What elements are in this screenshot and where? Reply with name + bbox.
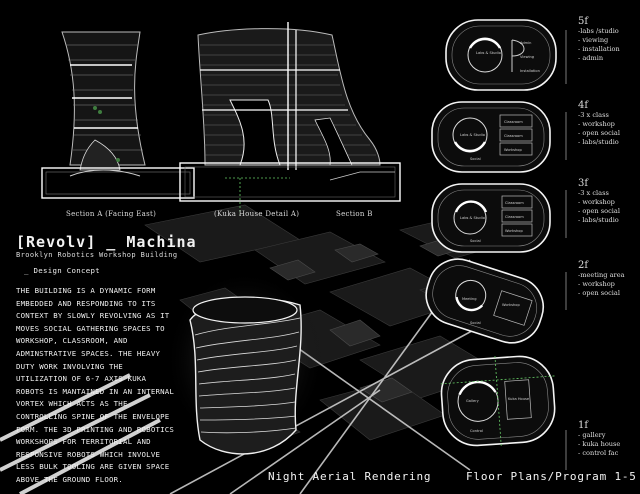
plan-room-label: Viewing xyxy=(520,55,534,59)
floor-1f: 1f - gallery - kuka house - control fac xyxy=(578,420,620,458)
plan-4f xyxy=(431,101,551,173)
plan-room-label: Classroom xyxy=(505,201,524,205)
floor-level: 3f xyxy=(578,178,589,189)
program-item: - workshop xyxy=(578,120,615,128)
plans-caption: Floor Plans/Program 1-5 xyxy=(466,470,637,483)
plan-room-label: Labs & Studio xyxy=(460,133,485,137)
rendering-caption: Night Aerial Rendering xyxy=(268,470,432,483)
floor-level: 4f xyxy=(578,100,589,111)
kuka-house-label: (Kuka House Detail A) xyxy=(214,210,300,218)
floor-program: -meeting area - workshop - open social xyxy=(578,271,625,298)
program-item: -meeting area xyxy=(578,271,625,279)
floor-program: - gallery - kuka house - control fac xyxy=(578,431,620,458)
section-a-drawing xyxy=(41,31,195,199)
program-item: - gallery xyxy=(578,431,606,439)
floor-4f: 4f -3 x class - workshop - open social -… xyxy=(578,100,620,147)
plan-room-label: Social xyxy=(470,157,481,161)
program-item: - labs/studio xyxy=(578,138,619,146)
program-item: - labs/studio xyxy=(578,216,619,224)
floor-level: 5f xyxy=(578,16,589,27)
floor-3f: 3f -3 x class - workshop - open social -… xyxy=(578,178,620,225)
city-buildings xyxy=(269,239,459,403)
program-item: - kuka house xyxy=(578,440,621,448)
plan-room-label: Classroom xyxy=(505,215,524,219)
floor-level: 1f xyxy=(578,420,589,431)
concept-description: The building is a dynamic form embedded … xyxy=(16,286,175,484)
floor-program: -labs /studio - viewing - installation -… xyxy=(578,27,620,63)
plan-room-label: Workshop xyxy=(502,303,520,307)
plan-room-label: Classroom xyxy=(504,134,523,138)
program-item: -labs /studio xyxy=(578,27,619,35)
program-item: - open social xyxy=(578,129,620,137)
plan-room-label: Social xyxy=(470,321,481,325)
plan-1f xyxy=(440,355,556,447)
program-item: -3 x class xyxy=(578,189,609,197)
program-item: - control fac xyxy=(578,449,619,457)
plan-5f xyxy=(445,19,557,91)
floor-2f: 2f -meeting area - workshop - open socia… xyxy=(578,260,625,298)
section-b-drawing xyxy=(179,22,401,215)
plan-room-label: Classroom xyxy=(504,120,523,124)
plan-room-label: Labs & Studio xyxy=(460,216,485,220)
floor-5f: 5f -labs /studio - viewing - installatio… xyxy=(578,16,620,63)
plan-room-label: Workshop xyxy=(505,229,523,233)
floor-program: -3 x class - workshop - open social - la… xyxy=(578,189,620,225)
plan-room-label: Meeting xyxy=(462,297,477,301)
plan-room-label: Social xyxy=(470,239,481,243)
plan-room-label: Workshop xyxy=(504,148,522,152)
aerial-tower xyxy=(189,296,302,455)
plan-2f xyxy=(425,258,544,344)
section-b-label: Section B xyxy=(336,210,373,218)
project-title: [Revolv] _ Machina xyxy=(16,233,197,251)
program-item: - admin xyxy=(578,54,604,62)
plan-room-label: Labs & Studio xyxy=(476,51,501,55)
program-item: - open social xyxy=(578,289,620,297)
floor-level: 2f xyxy=(578,260,589,271)
plan-room-label: Kuka House xyxy=(508,397,530,401)
program-item: -3 x class xyxy=(578,111,609,119)
plan-3f xyxy=(431,183,551,253)
plan-room-label: Admin xyxy=(520,41,531,45)
section-a-label: Section A (Facing East) xyxy=(66,210,157,218)
program-item: - workshop xyxy=(578,280,615,288)
program-item: - open social xyxy=(578,207,620,215)
floor-plans xyxy=(425,19,557,447)
project-subtitle: Brooklyn Robotics Workshop Building xyxy=(16,251,178,259)
program-item: - installation xyxy=(578,45,620,53)
plan-room-label: Gallery xyxy=(466,399,480,403)
plan-room-label: Installation xyxy=(520,69,540,73)
program-item: - viewing xyxy=(578,36,609,44)
floor-program: -3 x class - workshop - open social - la… xyxy=(578,111,620,147)
plan-room-label: Control xyxy=(470,429,483,433)
program-item: - workshop xyxy=(578,198,615,206)
concept-heading: _ Design Concept xyxy=(24,266,100,275)
